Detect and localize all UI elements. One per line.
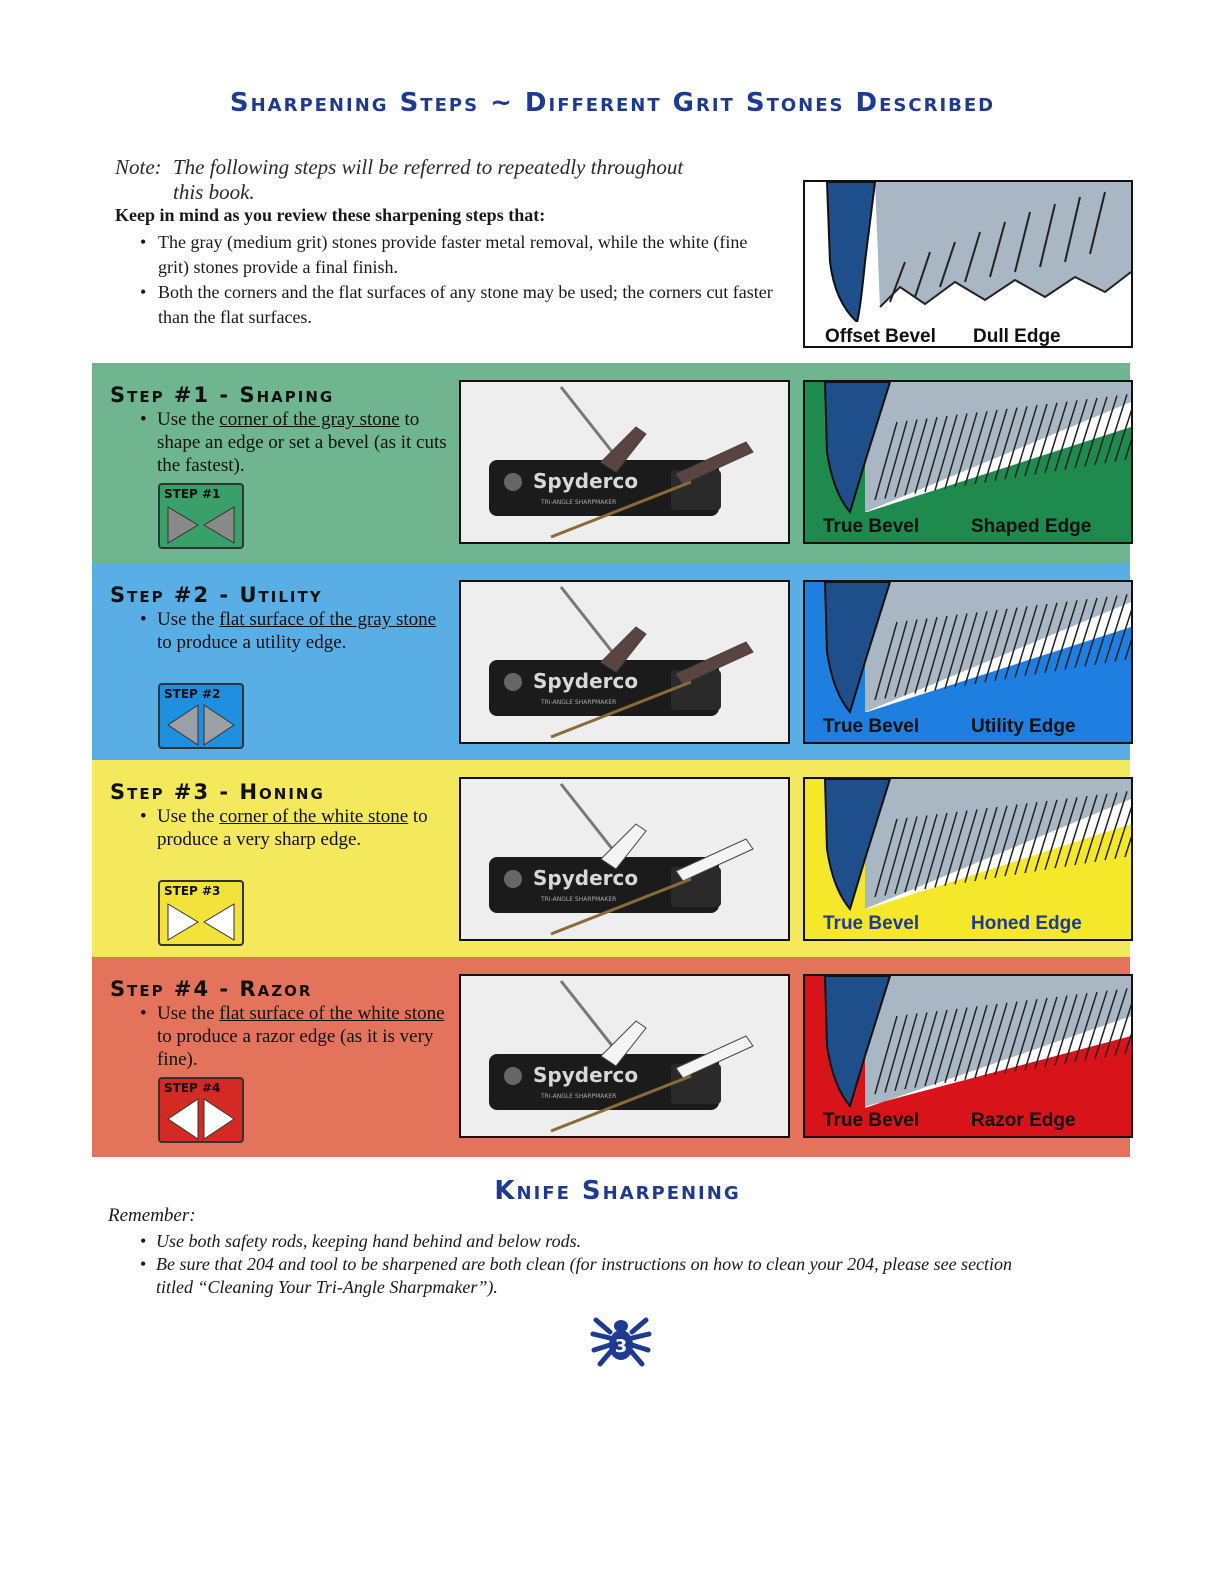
brand-name: Spyderco [533, 469, 638, 493]
right-label: Dull Edge [973, 326, 1061, 346]
bullet-mark: • [140, 409, 147, 430]
spider-logo-page-number: 3 [590, 1312, 652, 1368]
step-badge-label: STEP #4 [164, 1081, 221, 1095]
brand-sub: TRI-ANGLE SHARPMAKER [540, 896, 616, 903]
desc-text: Use the [157, 806, 220, 827]
brand-name: Spyderco [533, 669, 638, 693]
brand-sub: TRI-ANGLE SHARPMAKER [540, 499, 616, 506]
edge-illustration: True Bevel Honed Edge [823, 779, 1131, 934]
desc-text: to produce a utility edge. [157, 632, 347, 653]
desc-emphasis: flat surface of the white stone [219, 1003, 445, 1024]
intro-bullets: The gray (medium grit) stones provide fa… [140, 230, 780, 330]
edge-label: Razor Edge [971, 1110, 1076, 1131]
note-text-2: this book. [173, 180, 255, 204]
bullet-mark: • [140, 806, 147, 827]
step-description: • Use the corner of the gray stone to sha… [140, 408, 447, 477]
edge-illustration: True Bevel Utility Edge [823, 582, 1131, 737]
brand-sub: TRI-ANGLE SHARPMAKER [540, 699, 616, 706]
desc-text: to produce a very sharp edge. [157, 806, 428, 850]
step-badge-label: STEP #1 [164, 487, 221, 501]
remember-item: Use both safety rods, keeping hand behin… [140, 1230, 1020, 1253]
step-description: •Use the flat surface of the gray stone … [140, 608, 447, 654]
step-description: • Use the corner of the white stone to pr… [140, 805, 447, 851]
edge-illustration: True Bevel Shaped Edge [823, 382, 1131, 537]
edge-diagram: True Bevel Razor Edge [803, 974, 1133, 1138]
step-badge-label: STEP #2 [164, 687, 221, 701]
step-title: Step #4 - Razor [110, 977, 313, 1001]
note: Note: The following steps will be referre… [115, 155, 775, 205]
bullet-mark: • [140, 609, 147, 630]
edge-diagram: True Bevel Honed Edge [803, 777, 1133, 941]
step-title: Step #1 - Shaping [110, 383, 335, 407]
note-text-1: The following steps will be referred to … [173, 155, 684, 179]
step-title: Step #2 - Utility [110, 583, 323, 607]
bevel-label: True Bevel [823, 1110, 919, 1131]
desc-emphasis: flat surface of the gray stone [219, 609, 437, 630]
edge-illustration: True Bevel Razor Edge [823, 976, 1131, 1131]
bullet-item: Both the corners and the flat surfaces o… [140, 280, 780, 330]
bevel-label: True Bevel [823, 716, 919, 737]
arrow-icon [167, 506, 235, 544]
note-label: Note: [115, 155, 162, 179]
edge-label: Utility Edge [971, 716, 1076, 737]
edge-label: Shaped Edge [971, 516, 1091, 537]
brand-name: Spyderco [533, 1063, 638, 1087]
bullet-item: The gray (medium grit) stones provide fa… [140, 230, 780, 280]
remember-label: Remember: [108, 1205, 196, 1226]
arrow-icon [167, 704, 235, 746]
page-number: 3 [615, 1336, 628, 1357]
desc-text: Use the [157, 1003, 220, 1024]
step-badge-label: STEP #3 [164, 884, 221, 898]
remember-item: Be sure that 204 and tool to be sharpene… [140, 1253, 1020, 1299]
brand-name: Spyderco [533, 866, 638, 890]
desc-emphasis: corner of the white stone [219, 806, 409, 827]
edge-label: Honed Edge [971, 913, 1082, 934]
remember-list: Use both safety rods, keeping hand behin… [140, 1230, 1020, 1299]
step-badge: STEP #2 [158, 683, 244, 749]
dull-edge-illustration: Offset Bevel Dull Edge [805, 182, 1131, 346]
bevel-label: True Bevel [823, 913, 919, 934]
keep-in-mind: Keep in mind as you review these sharpen… [115, 205, 546, 225]
section-title: Knife Sharpening [494, 1176, 741, 1206]
arrow-icon [167, 1098, 235, 1140]
edge-diagram: True Bevel Shaped Edge [803, 380, 1133, 544]
desc-text: Use the [157, 409, 220, 430]
step-description: • Use the flat surface of the white stone… [140, 1002, 447, 1071]
desc-emphasis: corner of the gray stone [219, 409, 400, 430]
brand-sub: TRI-ANGLE SHARPMAKER [540, 1093, 616, 1100]
bullet-mark: • [140, 1003, 147, 1024]
desc-text: Use the [157, 609, 220, 630]
edge-diagram: True Bevel Utility Edge [803, 580, 1133, 744]
step-badge: STEP #1 [158, 483, 244, 549]
dull-edge-diagram: Offset Bevel Dull Edge [803, 180, 1133, 348]
step-title: Step #3 - Honing [110, 780, 325, 804]
desc-text: to shape an edge or set a bevel (as it c… [157, 409, 447, 476]
step-badge: STEP #4 [158, 1077, 244, 1143]
left-label: Offset Bevel [825, 326, 936, 346]
bevel-label: True Bevel [823, 516, 919, 537]
desc-text: to produce a razor edge (as it is very f… [157, 1026, 434, 1070]
page-title: Sharpening Steps ~ Different Grit Stones… [229, 88, 996, 118]
arrow-icon [167, 903, 235, 941]
step-badge: STEP #3 [158, 880, 244, 946]
